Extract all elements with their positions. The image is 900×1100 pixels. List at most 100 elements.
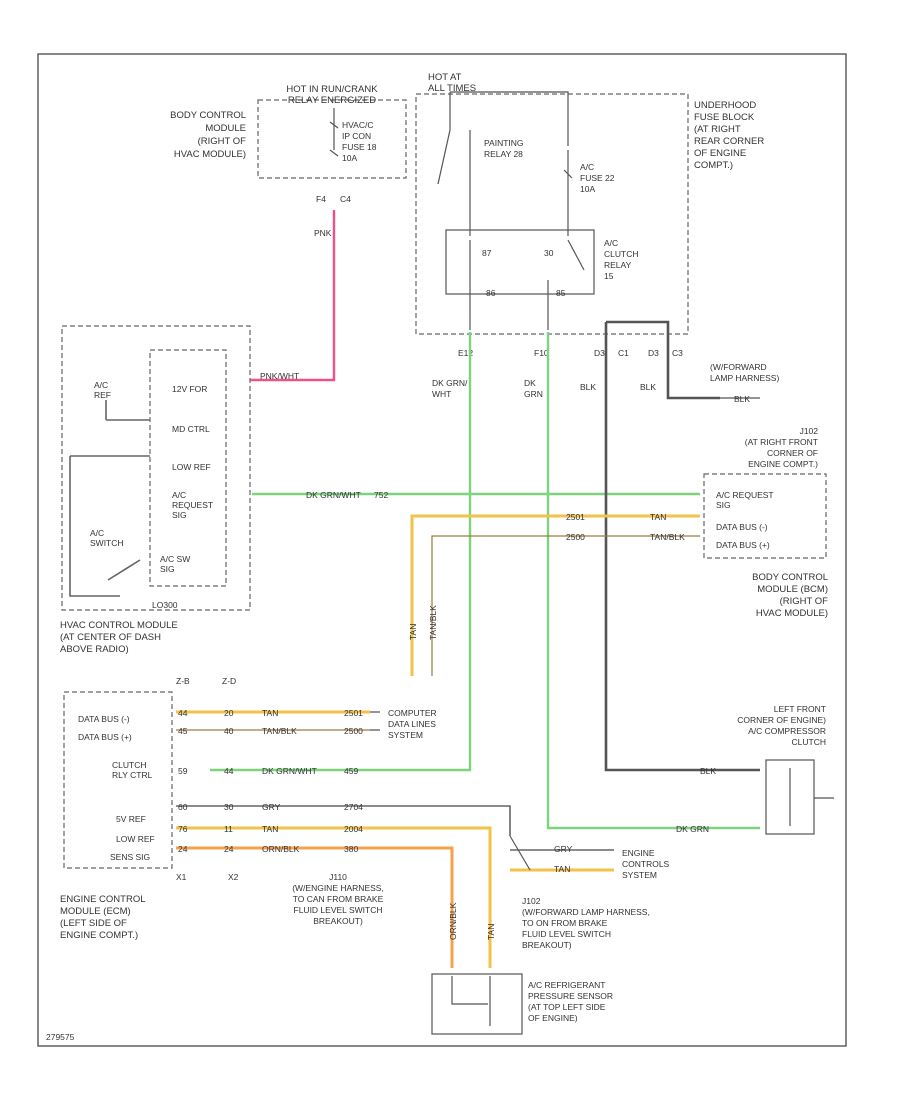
relay-contacts [469, 239, 585, 330]
underhood-fuse-block [415, 93, 689, 335]
ecm-wire-lowref [176, 826, 492, 968]
vertical-tanblk: TAN/BLK [428, 605, 438, 640]
row-label-dkgrn: DK GRN/WHT [306, 490, 361, 500]
hvac-pin-md: MD CTRL [172, 424, 210, 434]
wire-id-c3: C3 [672, 348, 683, 358]
black-ground-wire [604, 322, 760, 772]
pink-power-wire [250, 210, 336, 382]
pressure-sensor-internal [451, 976, 491, 1026]
hvac-internal-wiring [69, 419, 150, 597]
ecm-row-cell: 44 [224, 766, 234, 776]
ecm-col-head-1: Z-B [176, 676, 190, 686]
tan-wire-bus-neg [410, 514, 700, 676]
ecm-pin-lowref: LOW REF [116, 834, 155, 844]
ecm-row-cell: 380 [344, 844, 358, 854]
ecm-row-cell: TAN/BLK [262, 726, 297, 736]
tan-blk-wire-bus-pos [431, 535, 700, 676]
ecm-pin-x1: X1 [176, 872, 187, 882]
svg-text:LOW REF: LOW REF [172, 462, 211, 472]
ecm-row-cell: 2501 [344, 708, 363, 718]
ecm-row-cell: 20 [224, 708, 234, 718]
computer-data-arrows [370, 711, 380, 731]
ec-wire-label-gry: GRY [554, 844, 573, 854]
ecm-pin-x2: X2 [228, 872, 239, 882]
ecm-col-head-2: Z-D [222, 676, 236, 686]
ac-fuse-symbol [563, 150, 573, 236]
hvac-pin-12v: 12V FOR [172, 384, 207, 394]
ecm-row-cell: 24 [224, 844, 234, 854]
pnk-wht-label: PNK/WHT [260, 371, 299, 381]
ecm-row-cell: TAN [262, 824, 278, 834]
ecm-row-cell: DK GRN/WHT [262, 766, 317, 776]
ecm-wire-senssig [176, 846, 454, 968]
hvac-pin-low: LOW REF [172, 462, 211, 472]
ecm-row-cell: 24 [178, 844, 188, 854]
compressor-clutch [765, 759, 815, 835]
ecm-pin-bus-pos: DATA BUS (+) [78, 732, 132, 742]
hvac-module-inner [149, 349, 227, 587]
ecm-pin-senssig: SENS SIG [110, 852, 150, 862]
ecm-row-cell: 44 [178, 708, 188, 718]
j102b-label: J102(W/FORWARD LAMP HARNESS,TO ON FROM B… [522, 896, 650, 950]
pressure-sensor [431, 973, 523, 1035]
svg-text:HVAC CONTROL MODULE(AT CENTER: HVAC CONTROL MODULE(AT CENTER OF DASHABO… [60, 620, 178, 655]
wire-color-3: BLK [580, 382, 596, 392]
svg-text:MD CTRL: MD CTRL [172, 424, 210, 434]
ecm-row-cell: 459 [344, 766, 358, 776]
forward-lamp-wire: BLK [734, 394, 750, 404]
compressor-wire-dkgrn: DK GRN [676, 824, 709, 834]
wire-id-f10: F10 [534, 348, 549, 358]
bcm-right-box [703, 473, 827, 559]
hvac-module-box [61, 325, 251, 611]
ecm-row-cell: 2704 [344, 802, 363, 812]
row-label-tan: TAN [650, 512, 666, 522]
relay-pin-86: 86 [486, 288, 496, 298]
wire-id-e12: E12 [458, 348, 473, 358]
hvac-bottom-pin: LO300 [152, 600, 178, 610]
svg-text:12V FOR: 12V FOR [172, 384, 207, 394]
bcm-right-pin-bus-pos: DATA BUS (+) [716, 540, 770, 550]
bcm-right-pin-bus-neg: DATA BUS (-) [716, 522, 768, 532]
ac-clutch-relay [445, 229, 595, 295]
hvac-fuse-symbol [329, 108, 339, 157]
footer-code: 279575 [46, 1032, 75, 1042]
svg-text:J102(W/FORWARD LAMP HARNESS,TO: J102(W/FORWARD LAMP HARNESS,TO ON FROM B… [522, 896, 650, 950]
sensor-vert-ornblk: ORN/BLK [448, 902, 458, 940]
green-wire-compressor [546, 332, 760, 830]
ecm-row-cell: 2500 [344, 726, 363, 736]
j110-switch [509, 835, 531, 871]
ecm-row-cell: 30 [224, 802, 234, 812]
pnk-label: PNK [314, 228, 332, 238]
diagram-border [37, 53, 847, 1047]
relay-pin-87: 87 [482, 248, 492, 258]
ecm-pin-bus-neg: DATA BUS (-) [78, 714, 130, 724]
ecm-row-cell: ORN/BLK [262, 844, 300, 854]
battery-bus [437, 91, 569, 236]
wire-id-c1: C1 [618, 348, 629, 358]
